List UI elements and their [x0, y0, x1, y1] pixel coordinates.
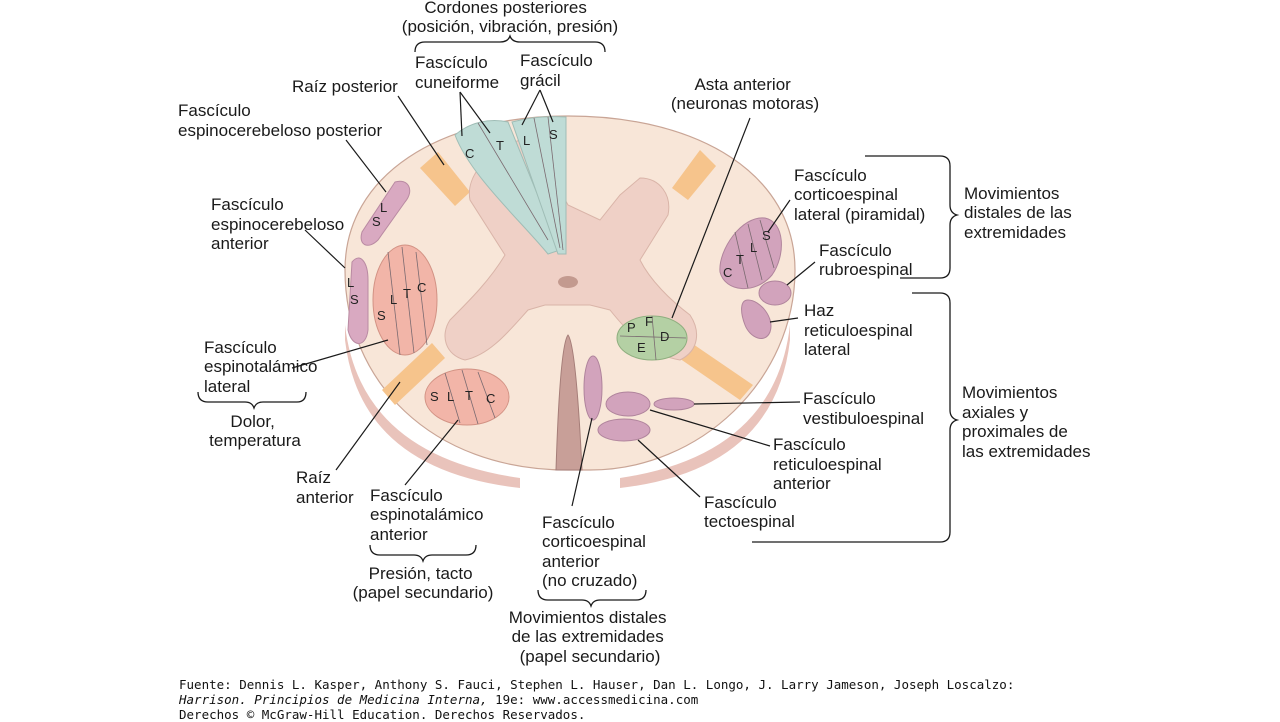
bracket-dolor-temperatura	[197, 391, 307, 411]
bracket-movimientos-distales	[865, 155, 960, 279]
label-espinotalamico-lateral: Fascículo espinotalámico lateral	[204, 338, 322, 396]
descending-tracts	[583, 280, 792, 442]
ventral-root-left	[382, 343, 445, 405]
footer-title-line: Harrison. Principios de Medicina Interna…	[179, 692, 1179, 707]
bracket-presion-tacto	[369, 544, 477, 564]
tectospinal-tract	[597, 418, 651, 442]
bracket-movimientos-axiales	[752, 292, 960, 543]
tract-letter-p: P	[627, 320, 636, 335]
brackets	[197, 33, 960, 609]
tract-letter-s-gracile: S	[549, 127, 558, 142]
corticospinal-anterior-tract	[583, 355, 603, 421]
gracile-fasciculus	[511, 116, 567, 255]
bracket-cordones-posteriores	[414, 33, 606, 53]
spinothalamic-anterior-shape	[424, 368, 510, 426]
label-raiz-posterior: Raíz posterior	[292, 77, 398, 96]
reticulospinal-anterior-tract	[605, 391, 651, 417]
label-vestibuloespinal: Fascículo vestibuloespinal	[803, 389, 924, 428]
dorsal-root-right	[672, 150, 716, 200]
spinocerebellar-posterior-tract	[360, 180, 411, 246]
spinothalamic-lateral-shape	[372, 244, 438, 356]
tract-letter-s-sta: S	[430, 389, 439, 404]
tract-letter-s-csl: S	[762, 228, 771, 243]
label-dolor-temperatura: Dolor, temperatura	[209, 412, 301, 450]
footer-copyright-line: Derechos © McGraw-Hill Education. Derech…	[179, 707, 586, 722]
reticulospinal-lateral-tract	[741, 299, 772, 339]
tract-letter-f: F	[645, 314, 653, 329]
label-movimientos-distales: Movimientos distales de las extremidades	[964, 184, 1076, 242]
spinocerebellar-anterior-tract	[347, 257, 369, 344]
tract-letter-s-scp: S	[372, 214, 381, 229]
label-fasciculo-gracil: Fascículo grácil	[520, 51, 597, 90]
tract-letter-s-sca: S	[350, 292, 359, 307]
footer-edition-url: 19e: www.accessmedicina.com	[487, 692, 699, 707]
tract-letter-s-stl: S	[377, 308, 386, 323]
tract-letter-t-sta: T	[465, 388, 473, 403]
spinocerebellar-tracts: L S L S	[347, 180, 411, 344]
ventral-root-right	[676, 342, 753, 400]
cord-side-band	[345, 250, 520, 488]
rubrospinal-tract	[758, 280, 792, 306]
vestibulospinal-tract	[653, 397, 695, 411]
tract-letter-c-cuneate: C	[465, 146, 474, 161]
source-footer: Fuente: Dennis L. Kasper, Anthony S. Fau…	[179, 677, 1179, 722]
central-canal	[558, 276, 578, 288]
tract-letter-c-stl: C	[417, 280, 426, 295]
footer-source-line: Fuente: Dennis L. Kasper, Anthony S. Fau…	[179, 677, 1015, 692]
label-reticuloespinal-lateral: Haz reticuloespinal lateral	[804, 301, 917, 359]
label-tectoespinal: Fascículo tectoespinal	[704, 493, 795, 531]
corticospinal-lateral-tract: C T L S	[719, 217, 782, 290]
tract-letter-l-stl: L	[390, 292, 397, 307]
label-cordones-posteriores: Cordones posteriores (posición, vibració…	[402, 0, 618, 36]
cord-side-band-right	[620, 250, 790, 488]
anterior-horn-motor-pools: P F E D	[616, 314, 688, 361]
label-espinocerebeloso-anterior: Fascículo espinocerebeloso anterior	[211, 195, 349, 253]
anterior-median-fissure	[555, 334, 583, 471]
label-corticoespinal-anterior: Fascículo corticoespinal anterior (no cr…	[542, 513, 651, 590]
tract-letter-c-csl: C	[723, 265, 732, 280]
spinothalamic-anterior-tract: S L T C	[424, 368, 510, 426]
tract-letter-d: D	[660, 329, 669, 344]
label-espinocerebeloso-posterior: Fascículo espinocerebeloso posterior	[178, 101, 382, 140]
label-presion-tacto: Presión, tacto (papel secundario)	[353, 564, 494, 602]
tract-letter-l-sca: L	[347, 275, 354, 290]
tract-letter-e: E	[637, 340, 646, 355]
tract-letter-l-sta: L	[447, 389, 454, 404]
tract-letter-t-stl: T	[403, 286, 411, 301]
dorsal-roots	[420, 152, 470, 206]
tract-letter-l-scp: L	[380, 200, 387, 215]
label-espinotalamico-anterior: Fascículo espinotalámico anterior	[370, 486, 488, 544]
tract-letter-t-cuneate: T	[496, 138, 504, 153]
label-corticoespinal-lateral: Fascículo corticoespinal lateral (pirami…	[794, 166, 925, 224]
label-reticuloespinal-anterior: Fascículo reticuloespinal anterior	[773, 435, 886, 493]
label-rubroespinal: Fascículo rubroespinal	[819, 241, 913, 279]
cuneate-fasciculus	[454, 120, 561, 255]
bracket-movimientos-distales-secundario	[537, 589, 647, 609]
label-raiz-anterior: Raíz anterior	[296, 468, 354, 507]
dorsal-columns: C T L S	[454, 116, 567, 255]
label-asta-anterior: Asta anterior (neuronas motoras)	[671, 75, 819, 113]
label-movimientos-axiales: Movimientos axiales y proximales de las …	[962, 383, 1091, 461]
tract-letter-c-sta: C	[486, 391, 495, 406]
tract-letter-l-csl: L	[750, 240, 757, 255]
leader-lines	[291, 89, 816, 507]
tract-letter-l-gracile: L	[523, 133, 530, 148]
label-movimientos-distales-secundario: Movimientos distales de las extremidades…	[509, 608, 672, 666]
spinothalamic-lateral-tract: S L T C	[372, 244, 438, 356]
footer-book-title: Harrison. Principios de Medicina Interna…	[179, 692, 488, 707]
label-fasciculo-cuneiforme: Fascículo cuneiforme	[415, 53, 499, 92]
text-labels: Cordones posteriores (posición, vibració…	[178, 0, 1091, 666]
tract-letter-t-csl: T	[736, 252, 744, 267]
